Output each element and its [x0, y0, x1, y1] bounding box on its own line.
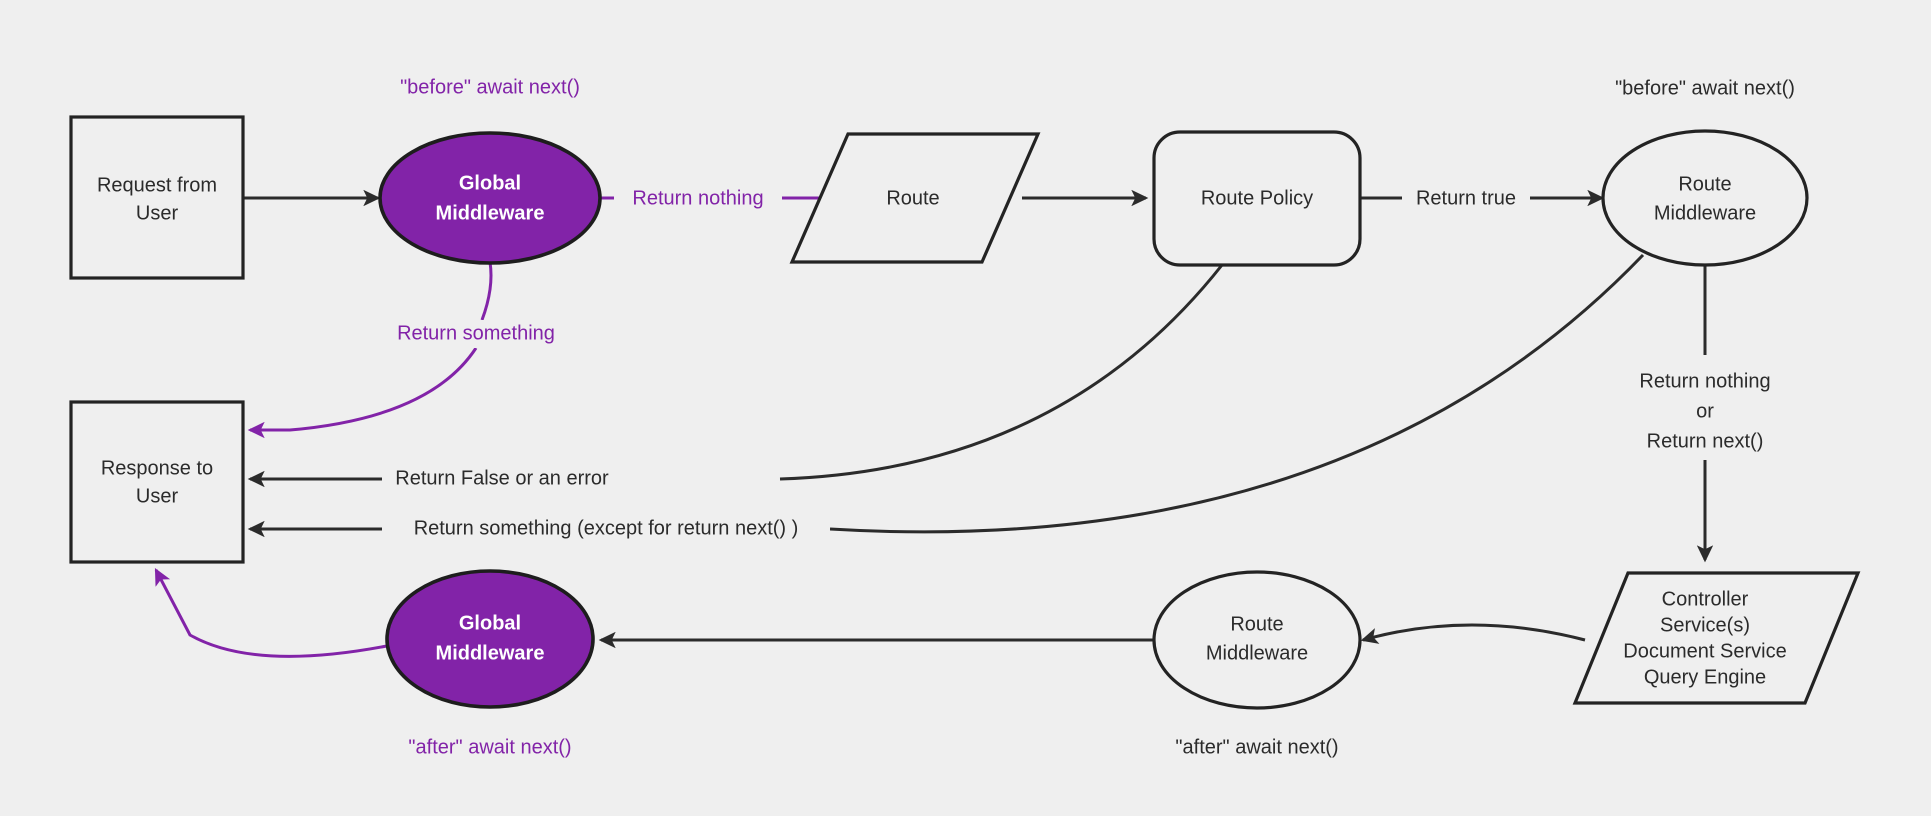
return-nothing-or-next-label-bg [1608, 355, 1802, 460]
node-route[interactable]: Route [789, 132, 1041, 264]
edge-label-return-false-or-error: Return False or an error [382, 466, 622, 493]
route-parallelogram [789, 132, 1041, 264]
return-something-label-bg [380, 320, 572, 348]
global-middleware-top-label-line2: Middleware [436, 202, 545, 224]
annotation-after-await-next-route: "after" await next() [1175, 736, 1338, 758]
route-policy-box [1152, 130, 1362, 267]
request-from-user-label-line2: User [136, 202, 179, 224]
request-from-user-label-line1: Request from [97, 174, 217, 196]
edge-route-policy-to-response-curve [779, 264, 1224, 481]
return-false-or-error-label: Return False or an error [395, 467, 609, 489]
controller-label-line3: Document Service [1623, 640, 1786, 662]
node-global-middleware-top[interactable]: Global Middleware [378, 131, 602, 265]
response-to-user-box [69, 400, 245, 564]
annotation-before-await-next-global: "before" await next() [400, 76, 580, 98]
request-from-user-box [69, 115, 245, 280]
response-to-user-label-line2: User [136, 485, 179, 507]
return-nothing-or-next-line3: Return next() [1647, 430, 1764, 452]
route-policy-label: Route Policy [1201, 187, 1313, 209]
node-route-middleware-bottom[interactable]: Route Middleware [1152, 570, 1362, 710]
return-something-except-next-label-bg [382, 516, 830, 543]
edge-label-return-something: Return something [380, 320, 572, 348]
edge-label-return-nothing: Return nothing [614, 185, 782, 211]
controller-label-line2: Service(s) [1660, 614, 1750, 636]
edge-controller-to-route-middleware-bottom [1360, 623, 1586, 644]
annotation-after-await-next-global: "after" await next() [408, 736, 571, 758]
global-middleware-bottom-label-line2: Middleware [436, 642, 545, 664]
return-nothing-or-next-line1: Return nothing [1639, 370, 1770, 392]
edge-label-return-nothing-or-next: Return nothing or Return next() [1608, 355, 1802, 460]
annotation-before-await-next-route: "before" await next() [1615, 77, 1795, 99]
return-something-except-next-label: Return something (except for return next… [414, 517, 799, 539]
global-middleware-bottom-label-line1: Global [459, 612, 521, 634]
edge-label-return-true: Return true [1402, 185, 1530, 211]
edge-global-middleware-top-to-response [247, 347, 478, 439]
return-false-or-error-label-bg [382, 466, 622, 493]
route-middleware-top-ellipse [1601, 129, 1809, 267]
node-request-from-user[interactable]: Request from User [69, 115, 245, 280]
return-something-label: Return something [397, 322, 555, 344]
controller-label-line1: Controller [1662, 588, 1749, 610]
return-nothing-or-next-line2: or [1696, 400, 1714, 422]
controller-label-line4: Query Engine [1644, 666, 1766, 688]
route-label: Route [886, 187, 939, 209]
controller-parallelogram [1572, 571, 1861, 705]
return-true-label: Return true [1416, 187, 1516, 209]
route-middleware-bottom-ellipse [1152, 570, 1362, 710]
route-middleware-bottom-label-line2: Middleware [1206, 642, 1308, 664]
edge-route-middleware-to-response-curve [829, 253, 1645, 534]
global-middleware-top-ellipse [378, 131, 602, 265]
edge-return-something-upper [480, 261, 493, 321]
global-middleware-top-label-line1: Global [459, 172, 521, 194]
route-middleware-bottom-label-line1: Route [1230, 613, 1283, 635]
return-nothing-label: Return nothing [632, 187, 763, 209]
edge-global-middleware-bottom-to-response [154, 567, 393, 658]
node-controller-services[interactable]: Controller Service(s) Document Service Q… [1572, 571, 1861, 705]
node-response-to-user[interactable]: Response to User [69, 400, 245, 564]
return-true-label-bg [1402, 185, 1530, 211]
edge-label-return-something-except-next: Return something (except for return next… [382, 516, 830, 543]
return-nothing-label-bg [614, 185, 782, 211]
response-to-user-label-line1: Response to [101, 457, 213, 479]
node-route-middleware-top[interactable]: Route Middleware [1601, 129, 1809, 267]
node-global-middleware-bottom[interactable]: Global Middleware [385, 569, 595, 709]
node-route-policy[interactable]: Route Policy [1152, 130, 1362, 267]
route-middleware-top-label-line1: Route [1678, 173, 1731, 195]
global-middleware-bottom-ellipse [385, 569, 595, 709]
route-middleware-top-label-line2: Middleware [1654, 202, 1756, 224]
